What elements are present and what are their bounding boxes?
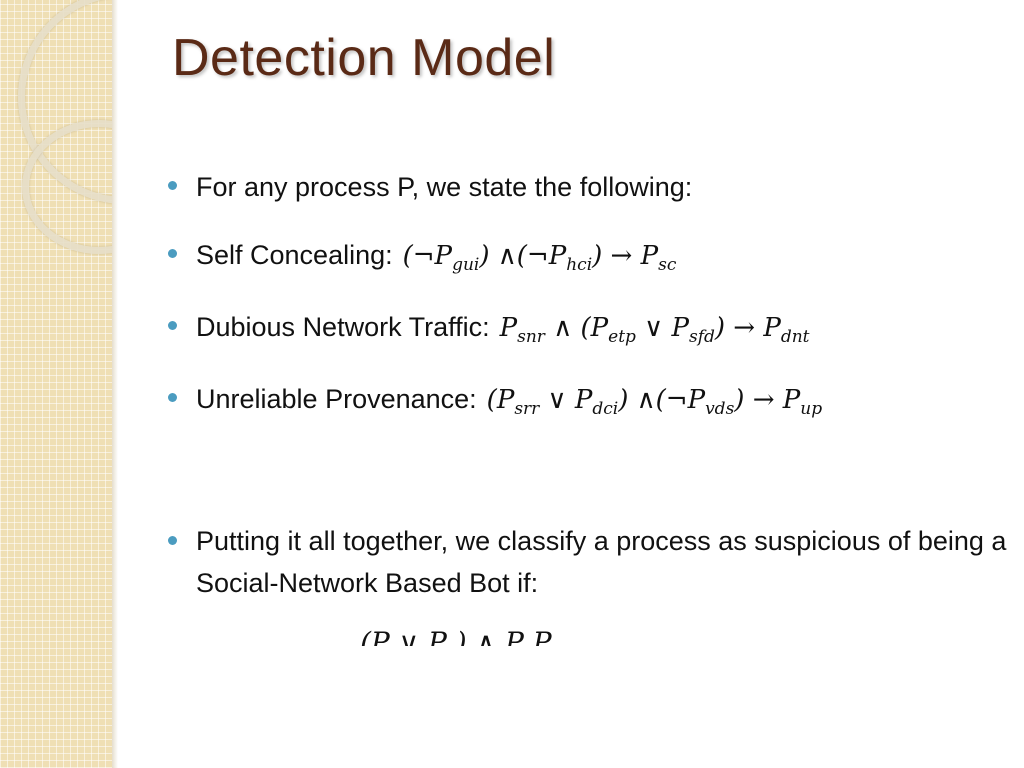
bullet-summary: Putting it all together, we classify a p…: [168, 520, 1018, 604]
bullet-text: For any process P, we state the followin…: [196, 172, 693, 202]
formula-unreliable-provenance: (Psrr ∨ Pdci) ∧(¬Pvds) → Pup: [486, 385, 823, 420]
slide-title: Detection Model: [172, 29, 556, 87]
formula-dubious-network-traffic: Psnr ∧ (Petp ∨ Psfd) → Pdnt: [499, 313, 810, 348]
final-formula-cutoff: (P ∨ P ) ∧ P P: [360, 626, 552, 646]
bullet-dot: [168, 393, 177, 402]
sidebar-edge: [112, 0, 118, 768]
bullet-dot: [168, 536, 177, 545]
bullet-dot: [168, 249, 177, 258]
bullet-unreliable-provenance: Unreliable Provenance: (Psrr ∨ Pdci) ∧(¬…: [168, 384, 822, 419]
bullet-label: Dubious Network Traffic:: [196, 312, 490, 342]
bullet-dot: [168, 321, 177, 330]
formula-self-concealing: (¬Pgui) ∧(¬Phci) → Psc: [402, 241, 677, 276]
bullet-label: Self Concealing:: [196, 240, 393, 270]
bullet-label: Unreliable Provenance:: [196, 384, 477, 414]
bullet-intro: For any process P, we state the followin…: [168, 172, 692, 203]
bullet-dubious-network-traffic: Dubious Network Traffic: Psnr ∧ (Petp ∨ …: [168, 312, 810, 347]
summary-text: Putting it all together, we classify a p…: [196, 526, 1007, 598]
bullet-dot: [168, 181, 177, 190]
decorative-sidebar: [0, 0, 112, 768]
bullet-self-concealing: Self Concealing: (¬Pgui) ∧(¬Phci) → Psc: [168, 240, 676, 275]
